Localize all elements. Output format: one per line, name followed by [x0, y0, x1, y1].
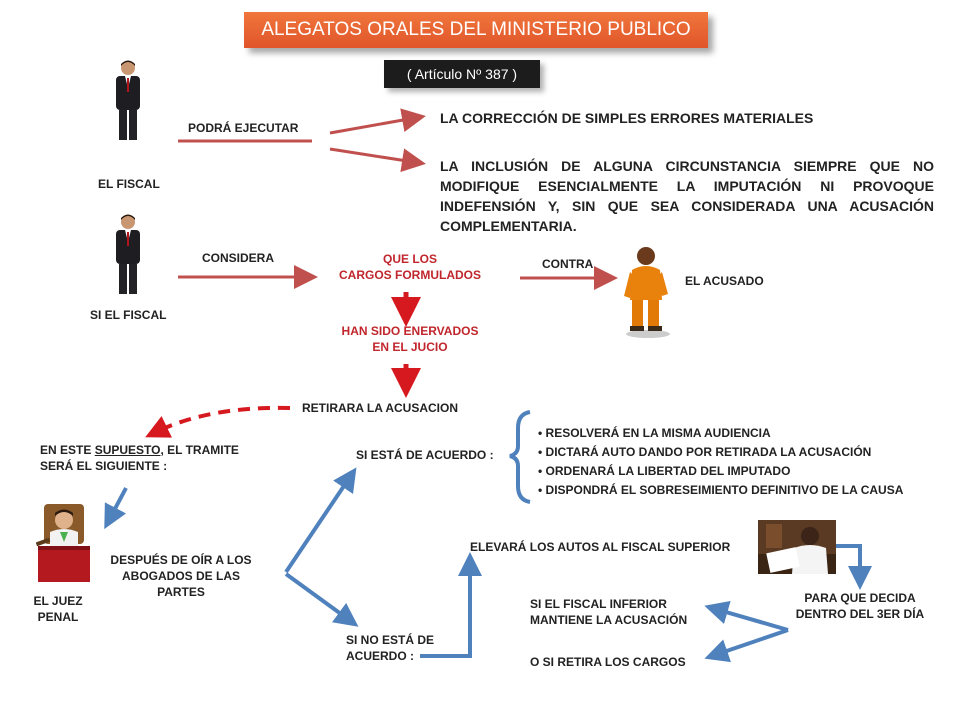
- si-fiscal-label: SI EL FISCAL: [90, 308, 167, 322]
- acusado-figure-icon: [624, 247, 670, 338]
- resolution-item: ORDENARÁ LA LIBERTAD DEL IMPUTADO: [538, 462, 903, 481]
- cargos-line2: CARGOS FORMULADOS: [339, 268, 481, 282]
- supuesto-suffix: , EL TRAMITE: [160, 443, 239, 457]
- fiscal-figure-icon: [116, 60, 140, 140]
- arrow-dashed-supuesto: [145, 405, 291, 438]
- juez-line1: EL JUEZ: [33, 594, 83, 608]
- arrow-retira: [704, 628, 789, 663]
- han-sido-enervados: HAN SIDO ENERVADOS EN EL JUCIO: [330, 323, 490, 355]
- retira-cargos: O SI RETIRA LOS CARGOS: [530, 655, 686, 669]
- podra-ejecutar-label: PODRÁ EJECUTAR: [188, 121, 299, 135]
- para-que-decida: PARA QUE DECIDA DENTRO DEL 3ER DÍA: [795, 591, 925, 621]
- arrow-si-acuerdo: [284, 467, 357, 574]
- fiscal-superior-photo-icon: [758, 520, 836, 574]
- resolution-item: DISPONDRÁ EL SOBRESEIMIENTO DEFINITIVO D…: [538, 481, 904, 500]
- arrow-no-acuerdo: [284, 572, 359, 627]
- page-title: ALEGATOS ORALES DEL MINISTERIO PUBLICO: [244, 12, 708, 48]
- si-esta-de-acuerdo: SI ESTÁ DE ACUERDO :: [356, 448, 494, 462]
- article-subtitle: ( Artículo Nº 387 ): [384, 60, 540, 88]
- retirara-acusacion: RETIRARA LA ACUSACION: [302, 401, 458, 415]
- resolution-item: DICTARÁ AUTO DANDO POR RETIRADA LA ACUSA…: [538, 443, 903, 462]
- fiscal-label: EL FISCAL: [98, 177, 160, 191]
- arrow-to-juez: [104, 487, 128, 530]
- contra-label: CONTRA: [542, 257, 594, 271]
- acusado-label: EL ACUSADO: [685, 274, 764, 288]
- si-no-esta-de-acuerdo: SI NO ESTÁ DE ACUERDO :: [346, 633, 435, 663]
- supuesto-line2: SERÁ EL SIGUIENTE :: [40, 459, 168, 473]
- arrow-decida: [836, 544, 872, 590]
- considera-label: CONSIDERA: [202, 251, 275, 265]
- arrow-mantiene: [704, 600, 789, 632]
- brace-resolutions: [509, 410, 531, 504]
- supuesto-text: EN ESTE SUPUESTO, EL TRAMITE SERÁ EL SIG…: [40, 442, 280, 474]
- supuesto-line1: EN ESTE SUPUESTO, EL TRAMITE: [40, 442, 280, 458]
- supuesto-underlined: SUPUESTO: [94, 443, 161, 457]
- despues-de-oir: DESPUÉS DE OÍR A LOS ABOGADOS DE LAS PAR…: [110, 553, 252, 599]
- option-inclusion: LA INCLUSIÓN DE ALGUNA CIRCUNSTANCIA SIE…: [440, 158, 934, 234]
- resolutions-list: RESOLVERÁ EN LA MISMA AUDIENCIA DICTARÁ …: [538, 424, 904, 500]
- option-correccion: LA CORRECCIÓN DE SIMPLES ERRORES MATERIA…: [440, 110, 814, 126]
- arrow-option1: [329, 108, 426, 135]
- enervados-line2: EN EL JUCIO: [372, 340, 448, 354]
- supuesto-prefix: EN ESTE: [40, 443, 95, 457]
- juez-figure-icon: [36, 504, 90, 582]
- enervados-line1: HAN SIDO ENERVADOS: [341, 324, 479, 338]
- resolution-item: RESOLVERÁ EN LA MISMA AUDIENCIA: [538, 424, 903, 443]
- si-fiscal-figure-icon: [116, 214, 140, 294]
- cargos-formulados: QUE LOS CARGOS FORMULADOS: [330, 251, 490, 283]
- fiscal-inferior-mantiene: SI EL FISCAL INFERIOR MANTIENE LA ACUSAC…: [530, 597, 688, 627]
- arrow-elevara: [420, 552, 482, 658]
- elevara-autos: ELEVARÁ LOS AUTOS AL FISCAL SUPERIOR: [470, 540, 731, 554]
- arrow-option2: [329, 147, 426, 173]
- juez-line2: PENAL: [37, 610, 79, 624]
- juez-label: EL JUEZ PENAL: [30, 593, 86, 625]
- cargos-line1: QUE LOS: [382, 252, 437, 266]
